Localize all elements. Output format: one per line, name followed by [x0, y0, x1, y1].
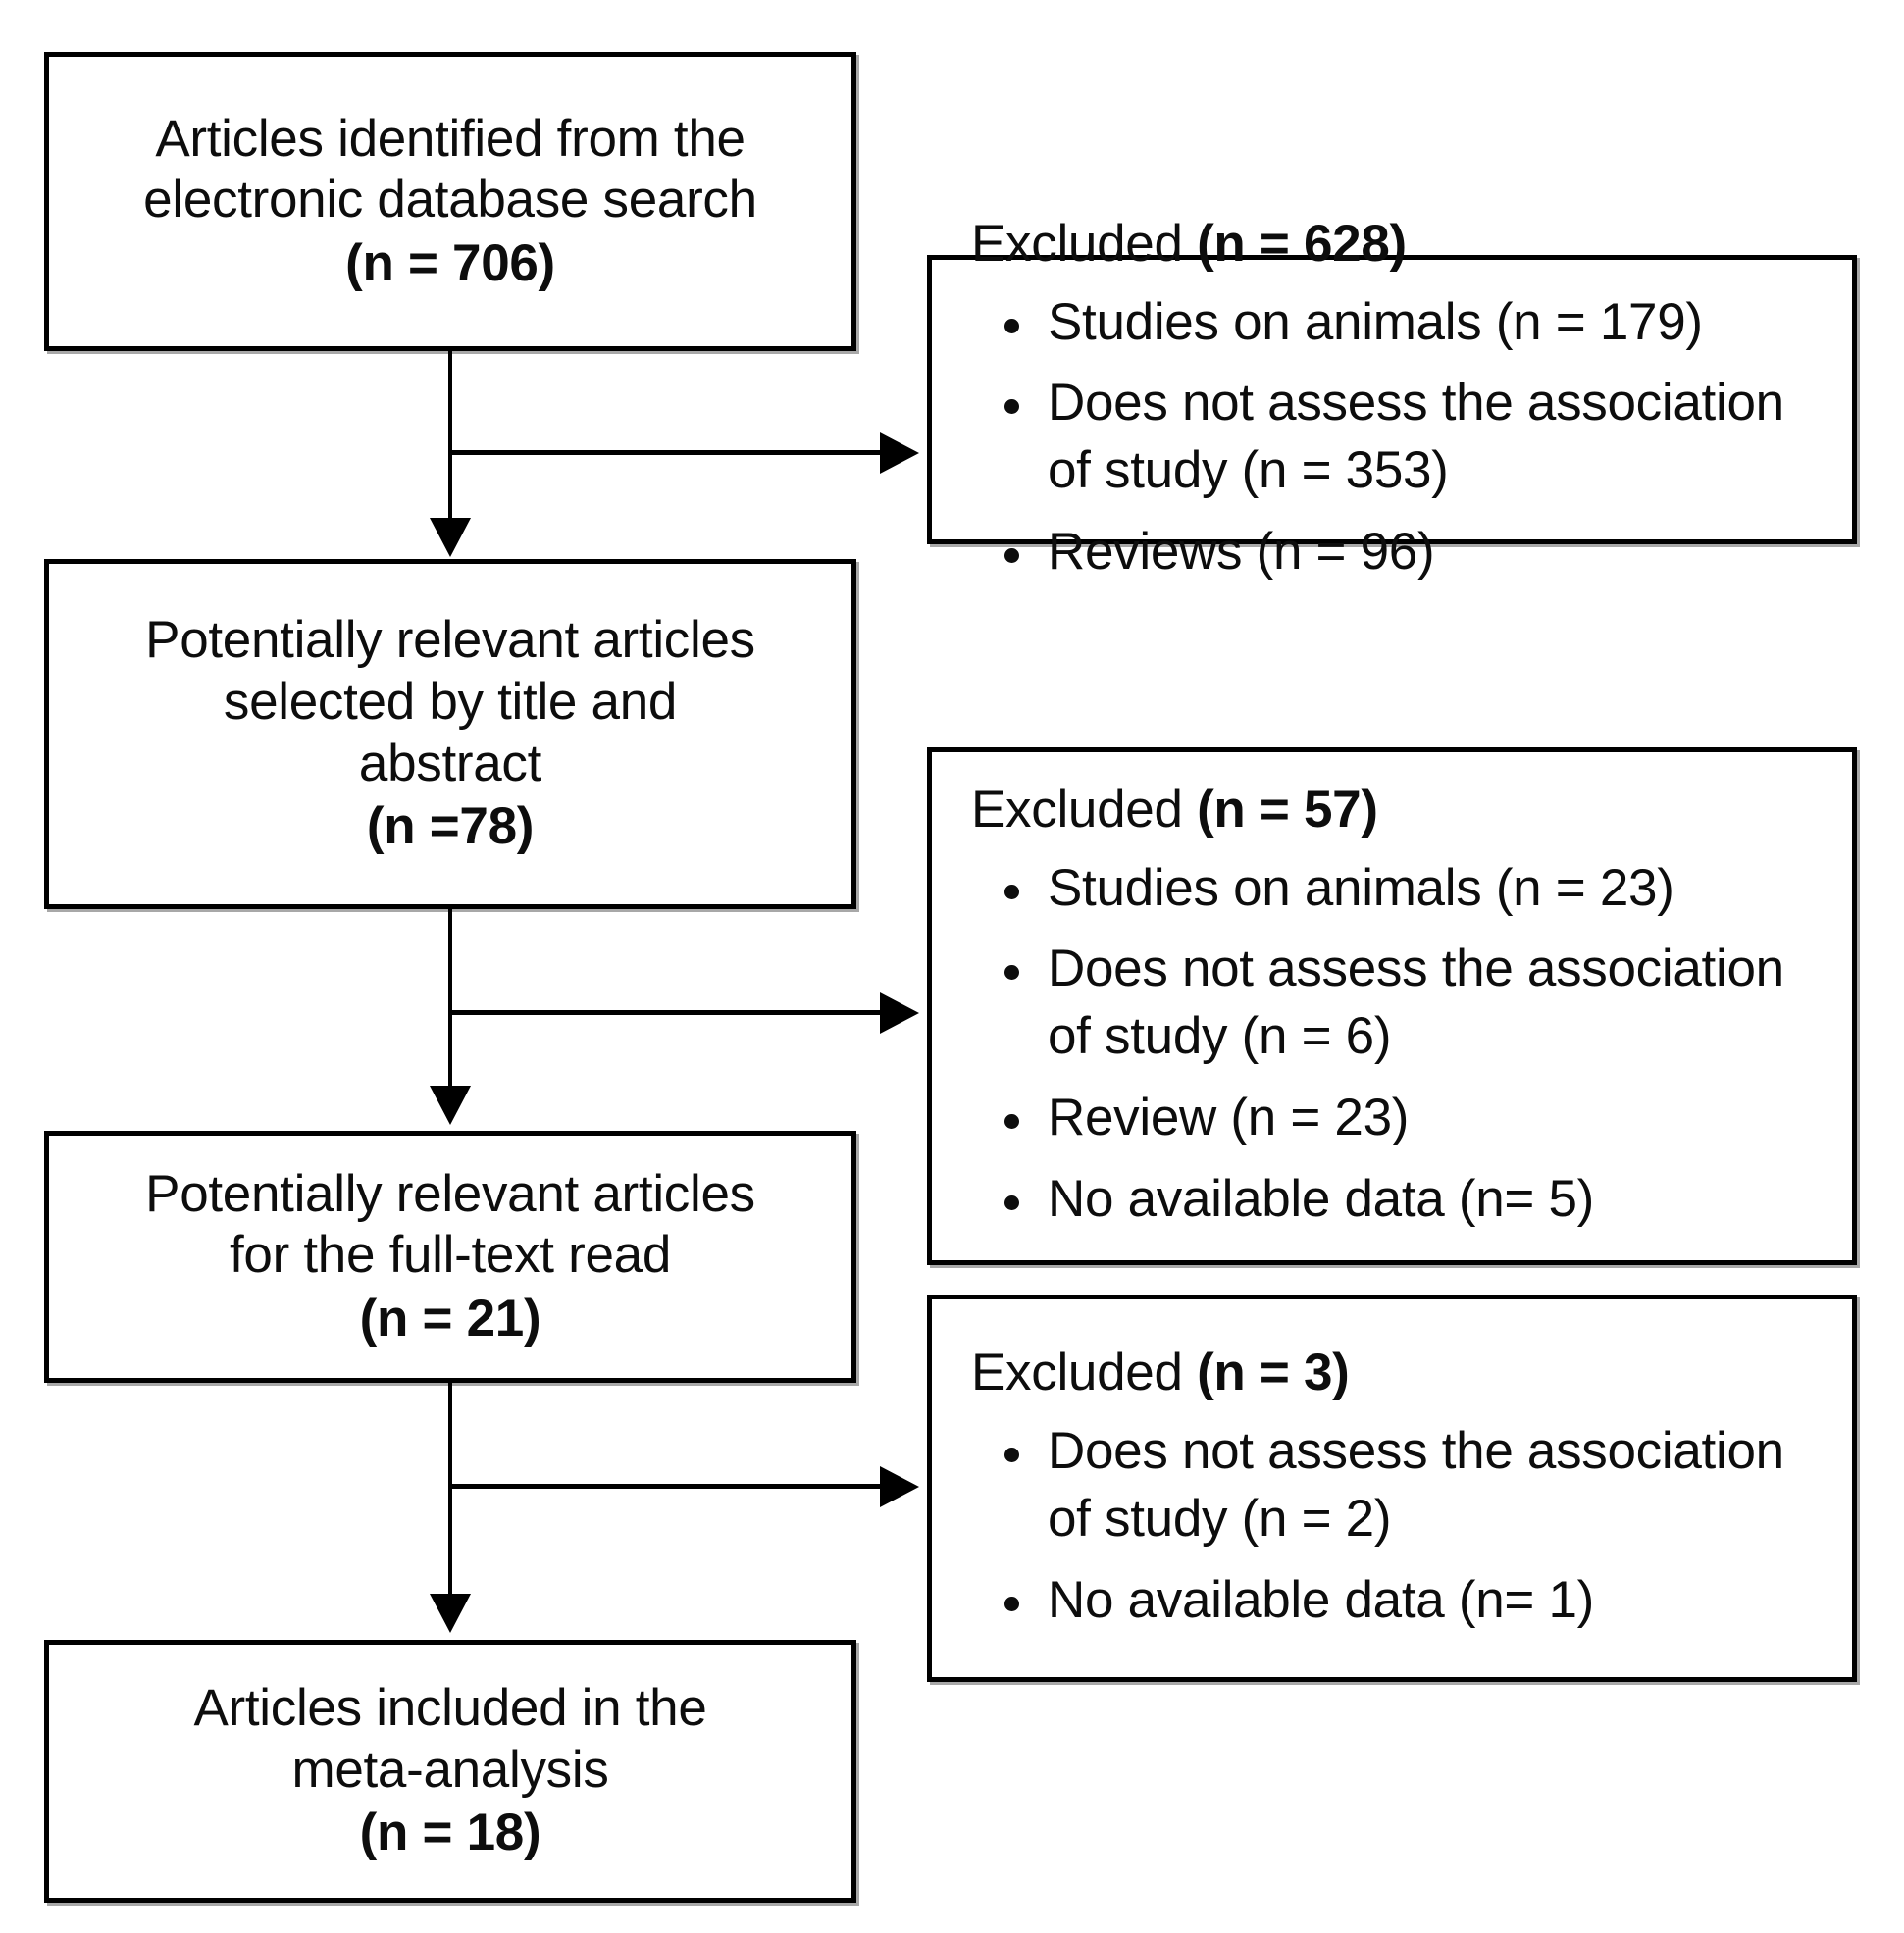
stage-count: (n = 706): [345, 233, 555, 292]
arrow-right-1: [880, 432, 919, 474]
arrow-right-3: [880, 1466, 919, 1507]
exclusion-box-3: Excluded (n = 3) Does not assess the ass…: [927, 1295, 1857, 1682]
stage-line: selected by title and: [223, 672, 678, 731]
exclusion-heading-label: Excluded: [971, 780, 1198, 839]
stage-box-full-text-assessed: Potentially relevant articles for the fu…: [44, 1131, 856, 1383]
arrow-down-1: [430, 518, 471, 557]
stage-line: Articles included in the: [193, 1679, 707, 1738]
stage-line: meta-analysis: [291, 1740, 609, 1799]
exclusion-heading-label: Excluded: [971, 1344, 1198, 1402]
connector-horizontal-2: [450, 1010, 882, 1015]
exclusion-reason-item: Review (n = 23): [1004, 1085, 1823, 1152]
exclusion-reason-item: Reviews (n = 96): [1004, 519, 1823, 586]
exclusion-box-1: Excluded (n = 628) Studies on animals (n…: [927, 215, 1857, 581]
stage-line: abstract: [358, 734, 542, 792]
stage-box-identified: Articles identified from the electronic …: [44, 52, 856, 351]
arrow-down-2: [430, 1086, 471, 1125]
connector-horizontal-1: [450, 450, 882, 455]
connector-horizontal-3: [450, 1484, 882, 1489]
exclusion-heading-count: (n = 57): [1197, 780, 1378, 839]
stage-line: Potentially relevant articles: [145, 611, 755, 670]
exclusion-heading-count: (n = 3): [1197, 1344, 1350, 1402]
exclusion-heading: Excluded (n = 628): [932, 213, 1852, 289]
exclusion-reason-item: Does not assess the association of study…: [1004, 1418, 1823, 1553]
arrow-right-2: [880, 992, 919, 1034]
exclusion-reason-list: Studies on animals (n = 23) Does not ass…: [932, 855, 1852, 1234]
exclusion-heading-count: (n = 628): [1197, 214, 1407, 273]
stage-count: (n = 21): [359, 1289, 541, 1348]
exclusion-reason-list: Studies on animals (n = 179) Does not as…: [932, 289, 1852, 587]
exclusion-box-2: Excluded (n = 57) Studies on animals (n …: [927, 747, 1857, 1265]
stage-box-included: Articles included in the meta-analysis (…: [44, 1640, 856, 1903]
exclusion-reason-list: Does not assess the association of study…: [932, 1418, 1852, 1635]
exclusion-reason-item: Does not assess the association of study…: [1004, 370, 1823, 505]
stage-count: (n =78): [366, 797, 535, 856]
stage-line: for the full-text read: [229, 1226, 671, 1285]
exclusion-reason-item: No available data (n= 5): [1004, 1166, 1823, 1234]
stage-line: Potentially relevant articles: [145, 1164, 755, 1223]
exclusion-reason-item: Does not assess the association of study…: [1004, 936, 1823, 1071]
exclusion-reason-item: Studies on animals (n = 23): [1004, 855, 1823, 923]
exclusion-heading: Excluded (n = 3): [932, 1342, 1852, 1418]
stage-line: electronic database search: [143, 171, 757, 229]
exclusion-reason-item: No available data (n= 1): [1004, 1567, 1823, 1635]
stage-count: (n = 18): [359, 1804, 541, 1862]
connector-vertical-2: [448, 909, 452, 1095]
connector-vertical-3: [448, 1383, 452, 1603]
arrow-down-3: [430, 1594, 471, 1633]
exclusion-heading: Excluded (n = 57): [932, 779, 1852, 855]
exclusion-reason-item: Studies on animals (n = 179): [1004, 289, 1823, 357]
stage-box-title-abstract-screened: Potentially relevant articles selected b…: [44, 559, 856, 909]
connector-vertical-1: [448, 351, 452, 528]
exclusion-heading-label: Excluded: [971, 214, 1198, 273]
stage-line: Articles identified from the: [155, 109, 746, 168]
